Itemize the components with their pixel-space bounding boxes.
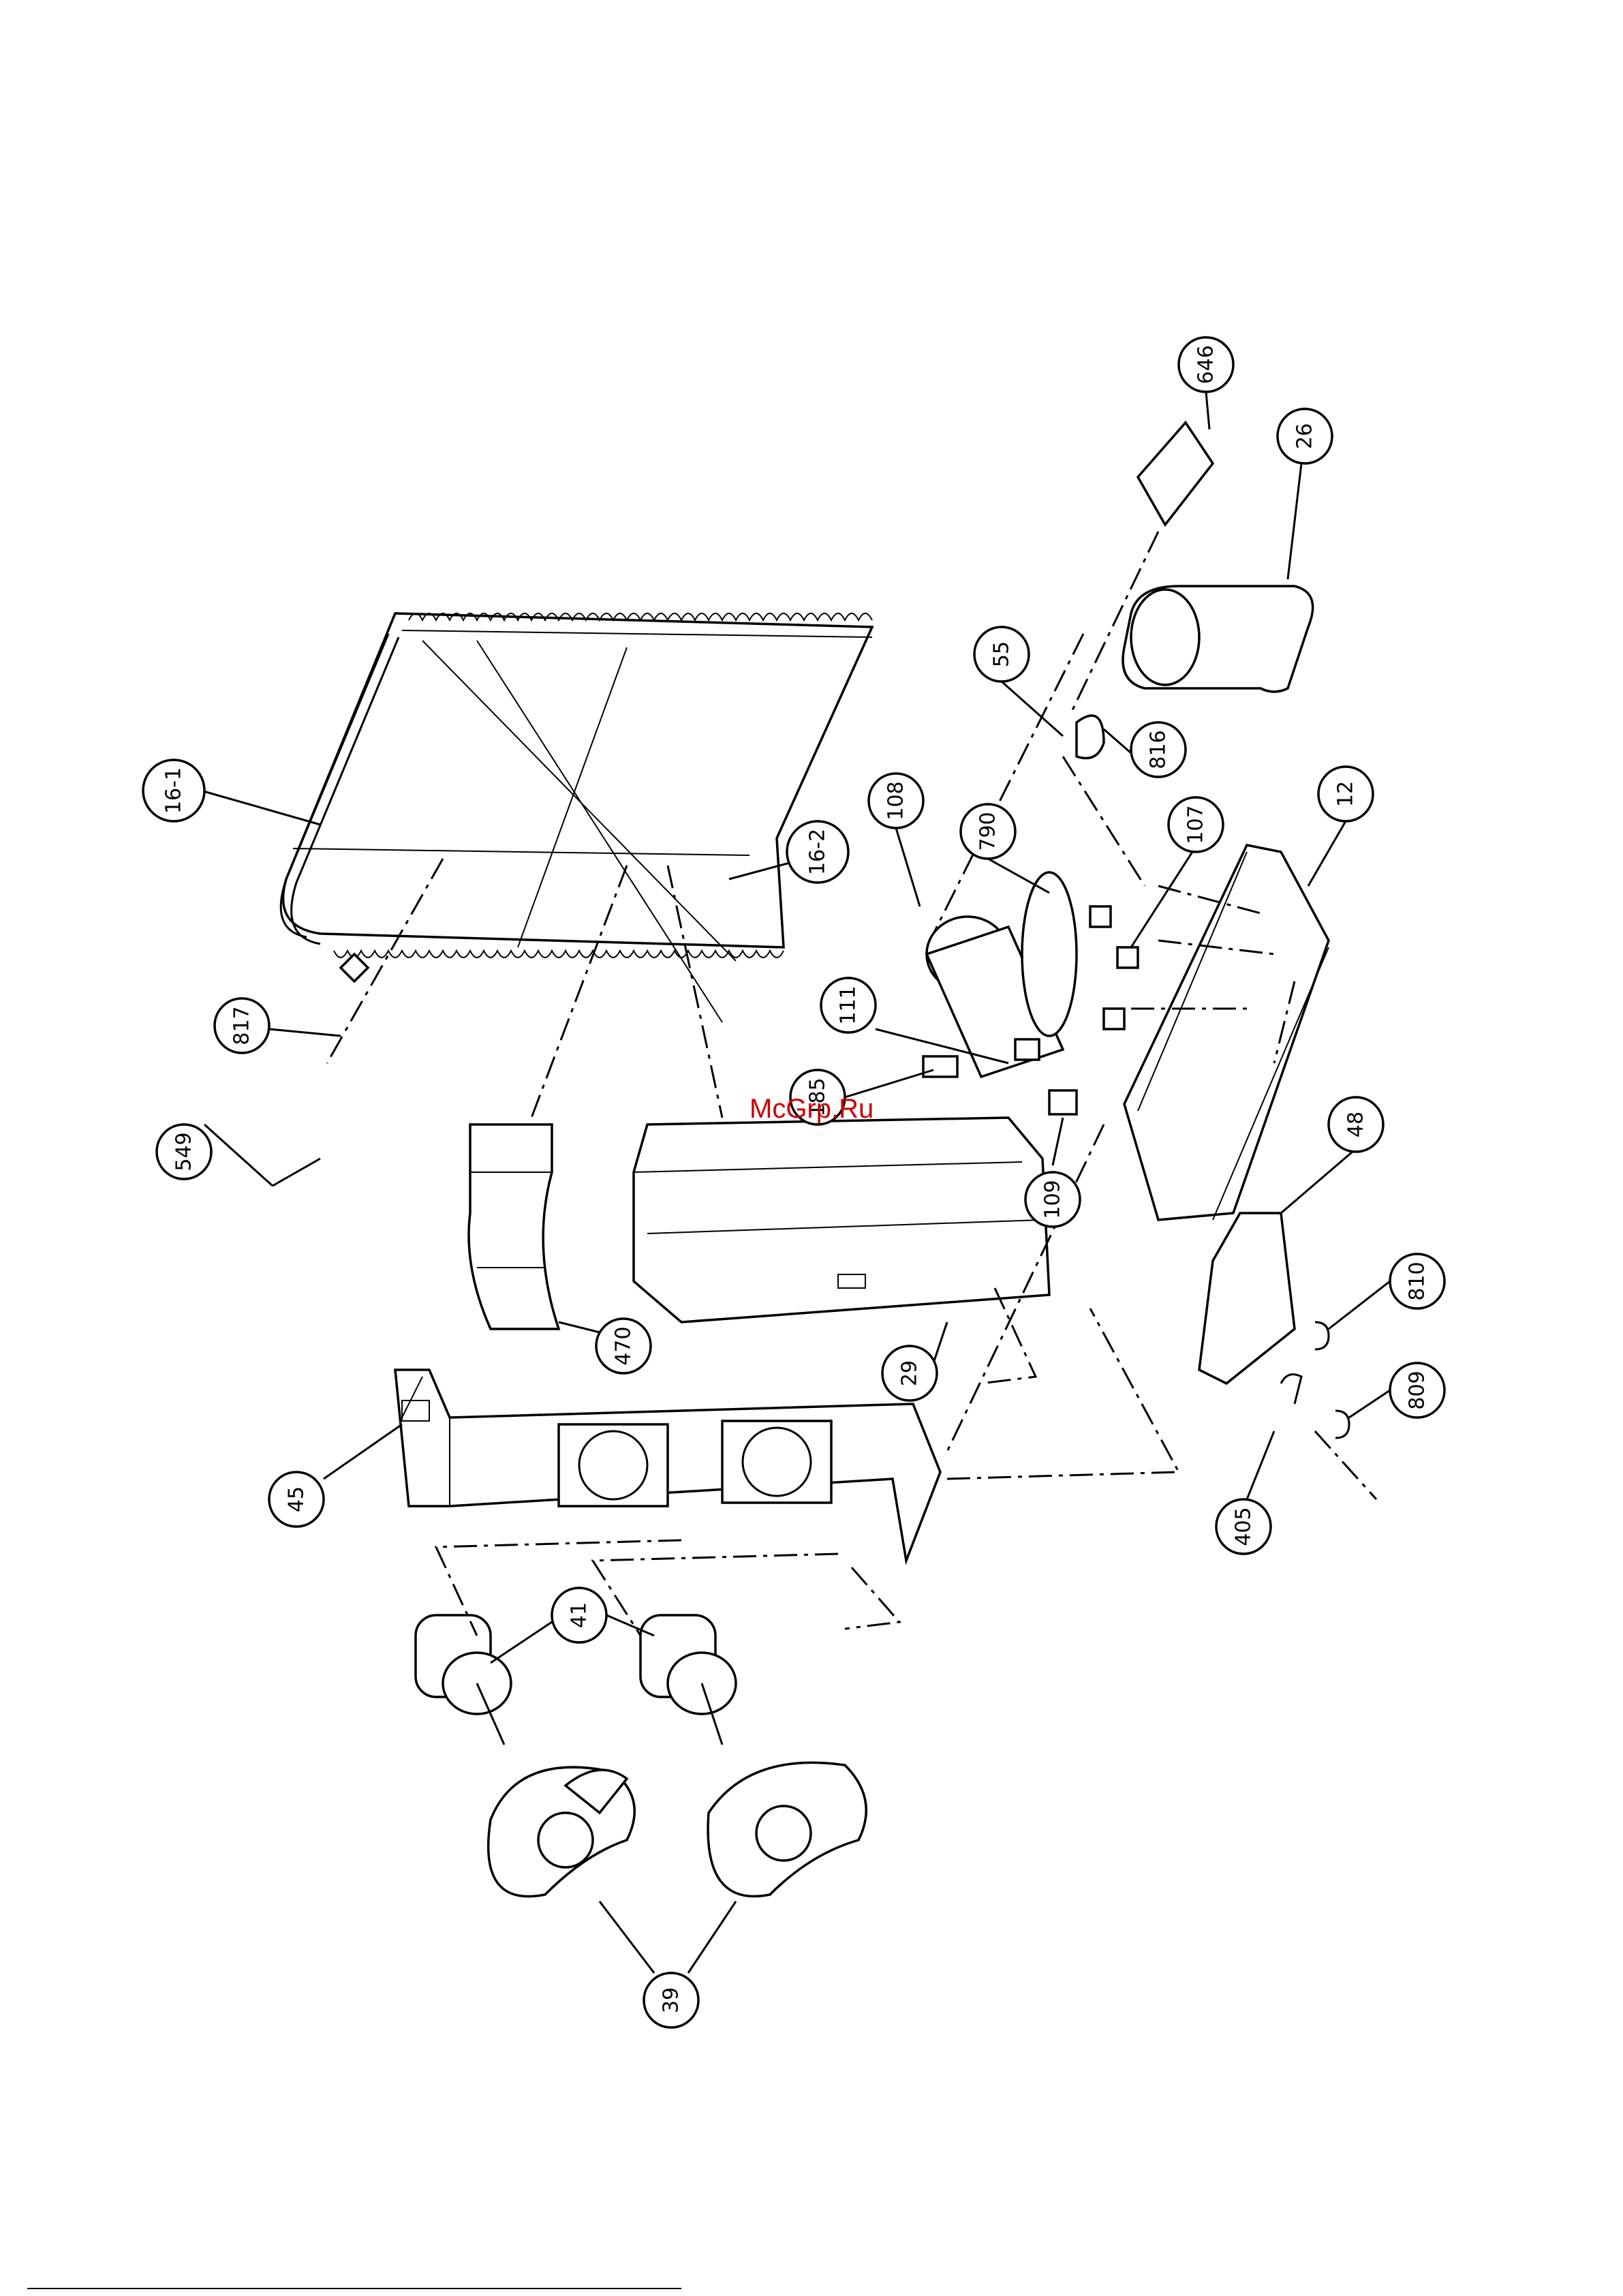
svg-text:55: 55 <box>990 641 1014 667</box>
callout-549: 549 <box>157 1124 273 1186</box>
svg-text:29: 29 <box>898 1360 922 1386</box>
callout-26: 26 <box>1278 409 1332 579</box>
callout-39: 39 <box>600 1901 736 2027</box>
callout-29: 29 <box>882 1322 947 1400</box>
svg-text:109: 109 <box>1041 1180 1065 1219</box>
svg-text:41: 41 <box>568 1602 591 1628</box>
svg-text:470: 470 <box>612 1326 636 1365</box>
watermark-text: McGrp.Ru <box>749 1094 874 1124</box>
svg-text:45: 45 <box>285 1486 309 1512</box>
callout-809: 809 <box>1349 1363 1444 1418</box>
callout-45: 45 <box>269 1424 402 1527</box>
fan-blade-left <box>489 1767 635 1897</box>
callout-12: 12 <box>1308 767 1373 886</box>
svg-text:646: 646 <box>1194 345 1218 384</box>
callout-810: 810 <box>1329 1254 1444 1329</box>
callout-55: 55 <box>974 627 1063 736</box>
svg-text:16-1: 16-1 <box>162 767 186 814</box>
fan-blade-right <box>708 1762 866 1896</box>
callout-48: 48 <box>1281 1097 1383 1213</box>
svg-text:790: 790 <box>976 812 1000 851</box>
svg-text:39: 39 <box>660 1987 683 2013</box>
svg-text:549: 549 <box>172 1132 196 1171</box>
svg-text:48: 48 <box>1344 1112 1368 1137</box>
svg-text:405: 405 <box>1232 1507 1256 1546</box>
svg-text:809: 809 <box>1406 1371 1429 1409</box>
fan-motor-left <box>416 1615 511 1745</box>
callout-470: 470 <box>559 1319 651 1373</box>
svg-text:12: 12 <box>1334 781 1358 807</box>
svg-text:817: 817 <box>230 1006 254 1045</box>
guide-plate <box>469 1124 559 1329</box>
callout-816: 816 <box>1104 722 1186 777</box>
callout-41: 41 <box>491 1588 654 1663</box>
fan-motor-bracket <box>395 1370 940 1561</box>
heat-exchanger-coil <box>281 613 872 1022</box>
callout-817: 817 <box>215 998 341 1053</box>
svg-text:108: 108 <box>884 781 908 820</box>
svg-text:16-2: 16-2 <box>806 829 830 875</box>
callout-405: 405 <box>1216 1431 1274 1554</box>
svg-text:26: 26 <box>1293 423 1317 449</box>
base-pan <box>1124 845 1329 1220</box>
callout-108: 108 <box>869 774 923 906</box>
callout-790: 790 <box>961 804 1049 893</box>
svg-text:810: 810 <box>1406 1261 1429 1300</box>
fan-motor-right <box>640 1615 736 1745</box>
partition-panel <box>634 1118 1049 1322</box>
callout-16-1: 16-1 <box>143 760 320 825</box>
compressor-cover <box>1123 586 1313 692</box>
svg-text:111: 111 <box>837 985 861 1024</box>
svg-text:107: 107 <box>1184 805 1208 844</box>
callout-646: 646 <box>1179 337 1233 429</box>
svg-text:816: 816 <box>1147 730 1171 769</box>
sound-pad <box>1138 423 1213 525</box>
